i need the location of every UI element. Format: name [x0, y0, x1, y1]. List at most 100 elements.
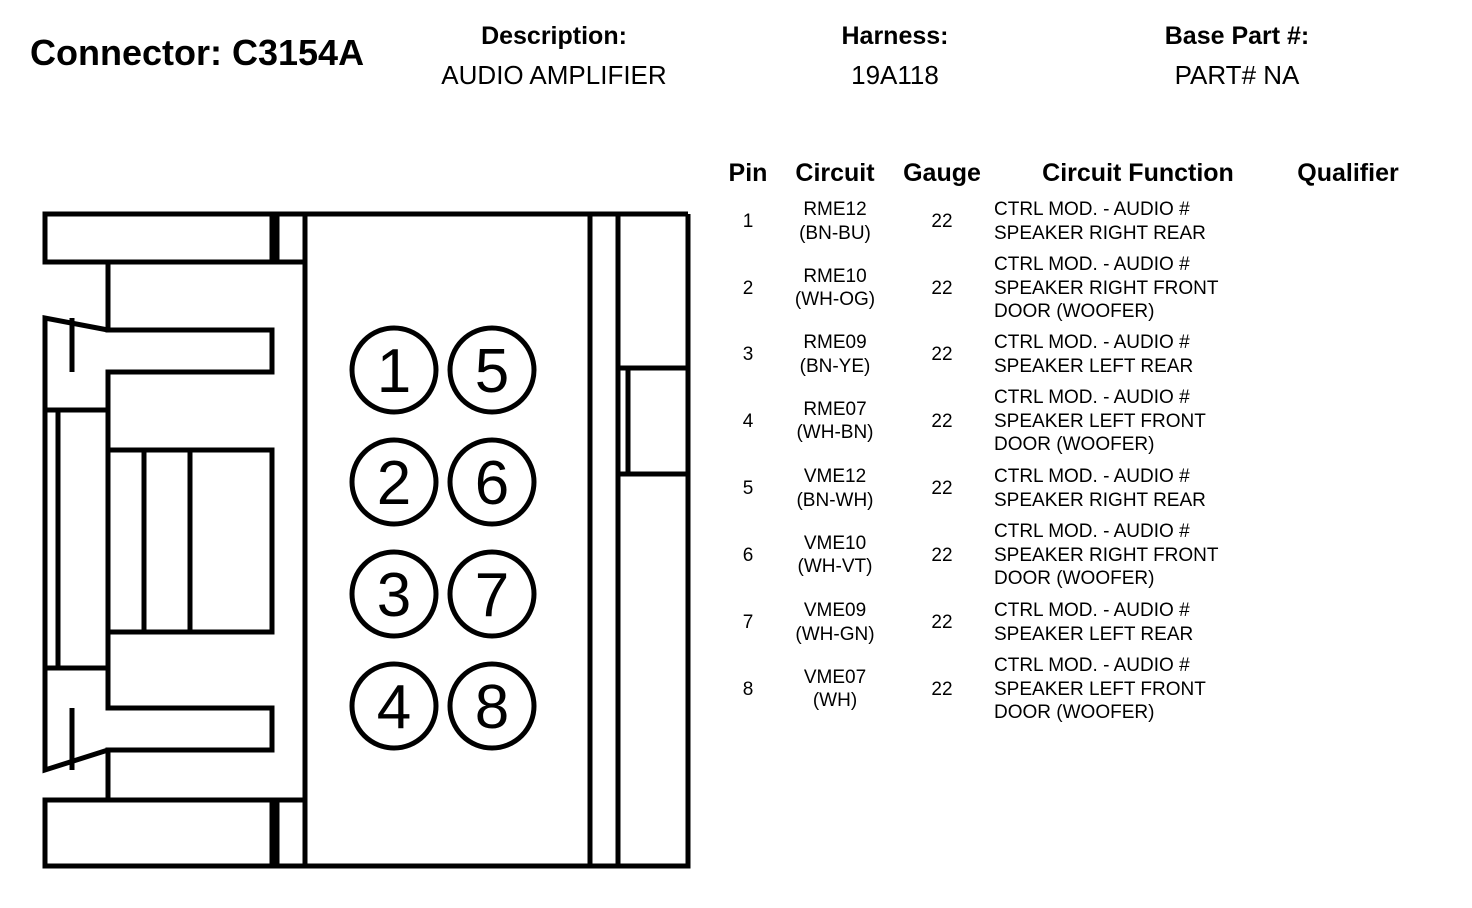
pin-cell-line: 6	[742, 544, 754, 566]
circuit-cell-line: RME09	[803, 332, 867, 353]
pin-cell-line: 1	[742, 210, 754, 232]
pin-cell: 7	[720, 611, 776, 635]
circuit-function-cell-line: SPEAKER LEFT FRONT	[994, 678, 1206, 700]
circuit-cell: RME10(WH-OG)	[775, 265, 895, 312]
circuit-function-cell-line: CTRL MOD. - AUDIO #	[994, 332, 1190, 353]
circuit-cell: RME07(WH-BN)	[775, 398, 895, 445]
gauge-cell: 22	[892, 678, 992, 702]
circuit-function-cell-line: CTRL MOD. - AUDIO #	[994, 521, 1190, 542]
circuit-function-cell-line: DOOR (WOOFER)	[994, 702, 1155, 723]
column-header-pin: Pin	[728, 159, 768, 187]
pin-cavity	[349, 549, 439, 639]
pin-number-label: 8	[475, 673, 509, 742]
circuit-cell: RME09(BN-YE)	[775, 331, 895, 378]
circuit-function-cell-line: DOOR (WOOFER)	[994, 568, 1155, 589]
gauge-cell-line: 22	[931, 611, 953, 633]
pin-cavity	[447, 437, 537, 527]
circuit-cell: VME10(WH-VT)	[775, 532, 895, 579]
pin-cell: 6	[720, 544, 776, 568]
circuit-cell: RME12(BN-BU)	[775, 198, 895, 245]
gauge-cell: 22	[892, 210, 992, 234]
circuit-cell-line: (BN-WH)	[796, 489, 874, 511]
harness-value: 19A118	[851, 60, 939, 90]
gauge-cell: 22	[892, 277, 992, 301]
base-part-label: Base Part #:	[1164, 22, 1310, 50]
pin-cavity	[349, 325, 439, 415]
pin-cell: 5	[720, 477, 776, 501]
pin-cell-line: 3	[742, 343, 754, 365]
circuit-cell-line: VME10	[803, 532, 867, 554]
circuit-function-cell-line: SPEAKER RIGHT REAR	[994, 222, 1206, 244]
column-header-gauge: Gauge	[903, 159, 981, 187]
pin-number-label: 3	[377, 561, 411, 630]
circuit-function-cell-line: SPEAKER RIGHT FRONT	[994, 277, 1219, 299]
circuit-function-cell-line: DOOR (WOOFER)	[994, 434, 1155, 455]
circuit-cell-line: (WH-BN)	[796, 422, 874, 444]
pin-number-label: 5	[475, 337, 509, 406]
gauge-cell-line: 22	[931, 477, 953, 499]
circuit-function-cell: CTRL MOD. - AUDIO #SPEAKER LEFT REAR	[994, 331, 1294, 378]
circuit-cell: VME07(WH)	[775, 666, 895, 713]
connector-housing	[42, 211, 691, 869]
circuit-function-cell-line: SPEAKER LEFT REAR	[994, 623, 1194, 645]
circuit-cell: VME12(BN-WH)	[775, 465, 895, 512]
circuit-cell-line: VME07	[803, 666, 867, 688]
circuit-function-cell-line: CTRL MOD. - AUDIO #	[994, 387, 1190, 408]
circuit-function-cell: CTRL MOD. - AUDIO #SPEAKER RIGHT REAR	[994, 198, 1294, 245]
base-part-value: PART# NA	[1174, 60, 1300, 90]
circuit-cell-line: RME10	[803, 265, 867, 287]
connector-title: Connector: C3154A	[30, 32, 365, 73]
pin-cell-line: 8	[742, 678, 754, 700]
description-label: Description:	[481, 22, 627, 50]
pin-number-label: 6	[475, 449, 509, 518]
gauge-cell: 22	[892, 544, 992, 568]
circuit-cell: VME09(WH-GN)	[775, 599, 895, 646]
pin-number-label: 7	[475, 561, 509, 630]
gauge-cell: 22	[892, 343, 992, 367]
circuit-cell-line: (WH-OG)	[794, 289, 876, 311]
circuit-cell-line: RME07	[803, 398, 867, 420]
gauge-cell-line: 22	[931, 410, 953, 432]
circuit-cell-line: (BN-YE)	[799, 355, 871, 377]
circuit-cell-line: (BN-BU)	[799, 222, 871, 244]
circuit-function-cell-line: DOOR (WOOFER)	[994, 301, 1155, 322]
connector-face-diagram: 1 2 3 4 5 6 7 8	[42, 211, 691, 869]
circuit-function-cell-line: CTRL MOD. - AUDIO #	[994, 466, 1190, 487]
pin-cell: 3	[720, 343, 776, 367]
gauge-cell-line: 22	[931, 544, 953, 566]
circuit-function-cell: CTRL MOD. - AUDIO #SPEAKER LEFT REAR	[994, 599, 1294, 646]
pin-cell-line: 5	[742, 477, 754, 499]
circuit-function-cell-line: CTRL MOD. - AUDIO #	[994, 254, 1190, 275]
circuit-function-cell-line: CTRL MOD. - AUDIO #	[994, 655, 1190, 676]
gauge-cell: 22	[892, 611, 992, 635]
circuit-function-cell-line: SPEAKER LEFT FRONT	[994, 410, 1206, 432]
gauge-cell: 22	[892, 410, 992, 434]
circuit-cell-line: VME12	[803, 466, 867, 487]
pin-cell-line: 7	[742, 611, 754, 633]
column-header-circuit-function: Circuit Function	[1042, 159, 1234, 187]
pin-cavity	[447, 661, 537, 751]
pin-cell-line: 4	[742, 410, 754, 432]
circuit-function-cell-line: CTRL MOD. - AUDIO #	[994, 600, 1190, 621]
circuit-function-cell-line: SPEAKER RIGHT REAR	[994, 489, 1206, 511]
circuit-cell-line: (WH-GN)	[795, 623, 875, 645]
pin-cavity	[349, 661, 439, 751]
circuit-cell-line: (WH-VT)	[797, 556, 873, 578]
circuit-cell-line: (WH)	[812, 690, 858, 712]
pin-cavity	[447, 325, 537, 415]
gauge-cell-line: 22	[931, 277, 953, 299]
pin-cell: 1	[720, 210, 776, 234]
pin-number-label: 1	[377, 337, 411, 406]
pin-number-label: 4	[377, 673, 411, 742]
circuit-cell-line: RME12	[803, 199, 867, 220]
pin-cavity	[349, 437, 439, 527]
harness-label: Harness:	[841, 22, 949, 50]
column-header-circuit: Circuit	[795, 159, 875, 187]
gauge-cell-line: 22	[931, 678, 953, 700]
pin-cell: 4	[720, 410, 776, 434]
pin-number-label: 2	[377, 449, 411, 518]
gauge-cell: 22	[892, 477, 992, 501]
circuit-function-cell: CTRL MOD. - AUDIO #SPEAKER RIGHT REAR	[994, 465, 1294, 512]
